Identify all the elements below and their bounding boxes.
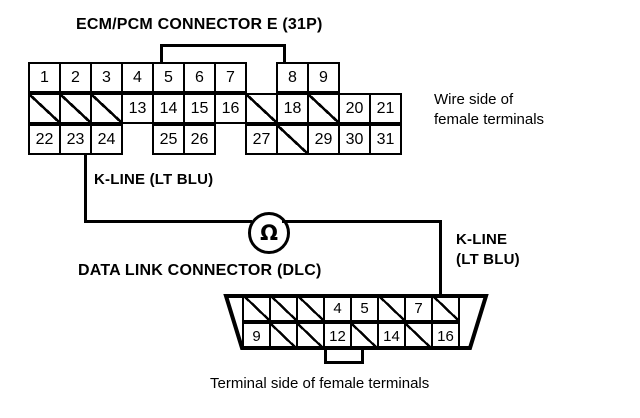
ecm-pin-16[interactable]: 16 (214, 93, 247, 124)
ecm-pin-gap (245, 62, 278, 93)
dlc-pin-unused (350, 322, 379, 350)
ecm-connector-locking-tab (160, 44, 286, 64)
dlc-pin-unused (296, 294, 325, 322)
dlc-pin-unused (269, 322, 298, 350)
ecm-pin-20[interactable]: 20 (338, 93, 371, 124)
ecm-pin-21[interactable]: 21 (369, 93, 402, 124)
ecm-connector-title: ECM/PCM CONNECTOR E (31P) (76, 16, 323, 33)
ecm-pin-14[interactable]: 14 (152, 93, 185, 124)
ecm-pin-unused (90, 93, 123, 124)
dlc-pin-unused (242, 294, 271, 322)
ecm-pin-2[interactable]: 2 (59, 62, 92, 93)
ecm-pin-31[interactable]: 31 (369, 124, 402, 155)
ecm-pin-1[interactable]: 1 (28, 62, 61, 93)
dlc-pin-5[interactable]: 5 (350, 294, 379, 322)
ecm-pin-gap (121, 124, 154, 155)
dlc-pin-12[interactable]: 12 (323, 322, 352, 350)
dlc-pin-unused (404, 322, 433, 350)
dlc-connector-locking-tab (324, 350, 364, 364)
ecm-pin-5[interactable]: 5 (152, 62, 185, 93)
dlc-pin-unused (377, 294, 406, 322)
dlc-pin-row-bottom: 9 12 14 16 (242, 322, 460, 350)
ecm-side-note-line-2: female terminals (434, 111, 545, 128)
ecm-pin-13[interactable]: 13 (121, 93, 154, 124)
ecm-pin-unused (276, 124, 309, 155)
wire-ecm-pin23-vertical (84, 155, 87, 223)
ecm-pin-3[interactable]: 3 (90, 62, 123, 93)
k-line-label-right-line-1: K-LINE (456, 231, 508, 248)
ecm-pin-unused (28, 93, 61, 124)
dlc-pin-7[interactable]: 7 (404, 294, 433, 322)
ecm-pin-26[interactable]: 26 (183, 124, 216, 155)
wire-dlc-pin7-vertical (439, 220, 442, 298)
ecm-pin-22[interactable]: 22 (28, 124, 61, 155)
ecm-pin-9[interactable]: 9 (307, 62, 340, 93)
dlc-caption: Terminal side of female terminals (210, 375, 430, 392)
ecm-pin-7[interactable]: 7 (214, 62, 247, 93)
wire-ecm-to-ohm-horizontal (84, 220, 252, 223)
k-line-label-right-line-2: (LT BLU) (456, 251, 520, 268)
ecm-pin-27[interactable]: 27 (245, 124, 278, 155)
ohm-meter-icon: Ω (248, 212, 290, 254)
ecm-pin-unused (245, 93, 278, 124)
ecm-pin-23[interactable]: 23 (59, 124, 92, 155)
ecm-pin-29[interactable]: 29 (307, 124, 340, 155)
ecm-pin-24[interactable]: 24 (90, 124, 123, 155)
k-line-label-left: K-LINE (LT BLU) (94, 171, 214, 188)
ecm-pin-8[interactable]: 8 (276, 62, 309, 93)
ecm-pin-6[interactable]: 6 (183, 62, 216, 93)
ecm-pin-unused (59, 93, 92, 124)
ecm-pin-30[interactable]: 30 (338, 124, 371, 155)
dlc-pin-unused (296, 322, 325, 350)
ecm-pin-gap (214, 124, 247, 155)
dlc-pin-unused (431, 294, 460, 322)
dlc-pin-14[interactable]: 14 (377, 322, 406, 350)
ecm-pin-15[interactable]: 15 (183, 93, 216, 124)
ecm-pin-unused (307, 93, 340, 124)
dlc-pin-4[interactable]: 4 (323, 294, 352, 322)
dlc-pin-16[interactable]: 16 (431, 322, 460, 350)
dlc-connector-title: DATA LINK CONNECTOR (DLC) (78, 262, 322, 279)
wire-ohm-to-dlc-horizontal (282, 220, 442, 223)
ecm-pin-18[interactable]: 18 (276, 93, 309, 124)
dlc-pin-9[interactable]: 9 (242, 322, 271, 350)
dlc-pin-unused (269, 294, 298, 322)
ecm-side-note-line-1: Wire side of (434, 91, 514, 108)
ecm-pin-4[interactable]: 4 (121, 62, 154, 93)
ecm-pin-25[interactable]: 25 (152, 124, 185, 155)
